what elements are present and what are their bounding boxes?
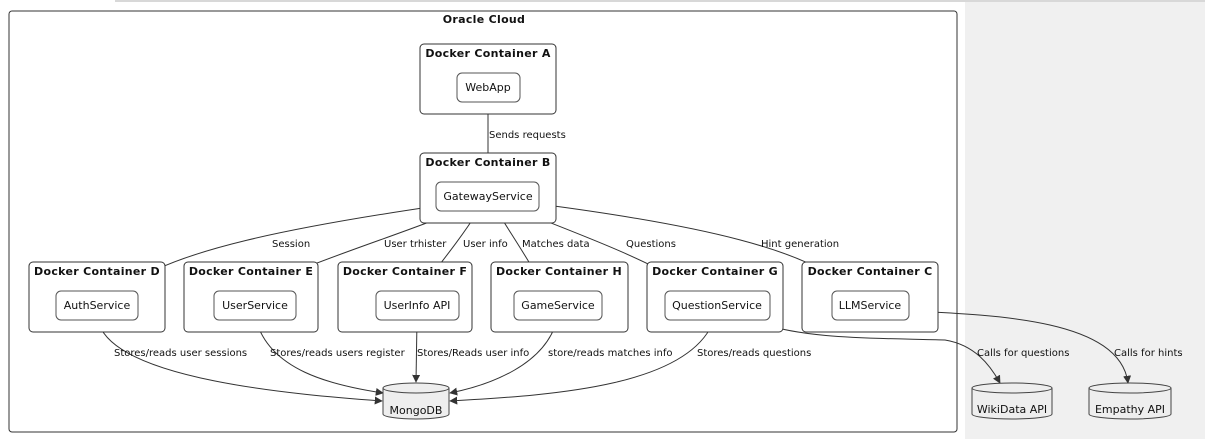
service-node-webapp[interactable] [456,72,521,103]
service-label: GatewayService [443,190,532,203]
docker-container-c: Docker Container C LLMService [801,261,939,333]
edge-question-mongo [449,319,715,405]
edge-labels: Sends requests Session User trhister Use… [114,130,1183,359]
oracle-cloud-title: Oracle Cloud [443,13,526,26]
container-title: Docker Container G [652,265,778,278]
docker-container-a: Docker Container A WebApp [419,43,557,115]
service-node-auth[interactable] [55,290,139,321]
label-user-mongo: Stores/reads users register [270,348,406,359]
label-questions: Questions [626,239,676,250]
container-title: Docker Container E [189,265,313,278]
database-label: Empathy API [1095,403,1165,416]
docker-container-d: Docker Container D AuthService [28,261,166,333]
edge-user-mongo [255,319,384,396]
docker-container-f: Docker Container F UserInfo API [337,261,473,333]
docker-container-g: Docker Container G QuestionService [646,261,784,333]
docker-container-e: Docker Container E UserInfo API UserServ… [183,261,319,333]
label-calls-hints: Calls for hints [1114,348,1183,359]
service-label: GameService [521,299,595,312]
docker-container-h: Docker Container H GameService [490,261,629,333]
edge-question-wikidata [751,319,1001,384]
service-label: UserInfo API [384,299,451,312]
label-hint-generation: Hint generation [761,239,839,250]
service-label: WebApp [465,81,510,94]
service-node-gateway[interactable] [435,181,540,212]
label-userinfo-mongo: Stores/Reads user info [417,348,529,359]
label-user-info: User info [463,239,508,250]
database-label: WikiData API [977,403,1047,416]
label-matches-data: Matches data [522,239,590,250]
service-label: QuestionService [672,299,762,312]
database-empathy-api[interactable]: Empathy API [1088,382,1172,420]
docker-container-b: Docker Container B GatewayService [419,152,557,224]
label-game-mongo: store/reads matches info [548,348,673,359]
container-title: Docker Container A [425,47,551,60]
label-session: Session [272,239,310,250]
edge-game-mongo [449,319,558,396]
edge-llm-empathy [907,310,1132,384]
database-wikidata-api[interactable]: WikiData API [971,382,1053,420]
label-calls-questions: Calls for questions [977,348,1069,359]
database-label: MongoDB [390,404,443,417]
label-auth-mongo: Stores/reads user sessions [114,348,247,359]
service-label: AuthService [64,299,131,312]
database-mongodb[interactable]: MongoDB [382,382,450,420]
service-label: UserService [222,299,288,312]
container-title: Docker Container F [343,265,467,278]
service-node-game[interactable] [513,290,603,321]
container-title: Docker Container B [425,156,550,169]
edge-auth-mongo [97,319,383,405]
container-title: Docker Container C [808,265,933,278]
label-user-register: User trhister [384,239,447,250]
service-node-llm[interactable] [831,290,910,321]
label-question-mongo: Stores/reads questions [697,348,811,359]
service-label: LLMService [839,299,902,312]
container-title: Docker Container H [496,265,622,278]
container-title: Docker Container D [34,265,160,278]
service-node-userinfo[interactable] [375,290,460,321]
service-node-question[interactable] [664,290,771,321]
service-node-user[interactable] [213,290,297,321]
label-sends-requests: Sends requests [489,130,566,141]
